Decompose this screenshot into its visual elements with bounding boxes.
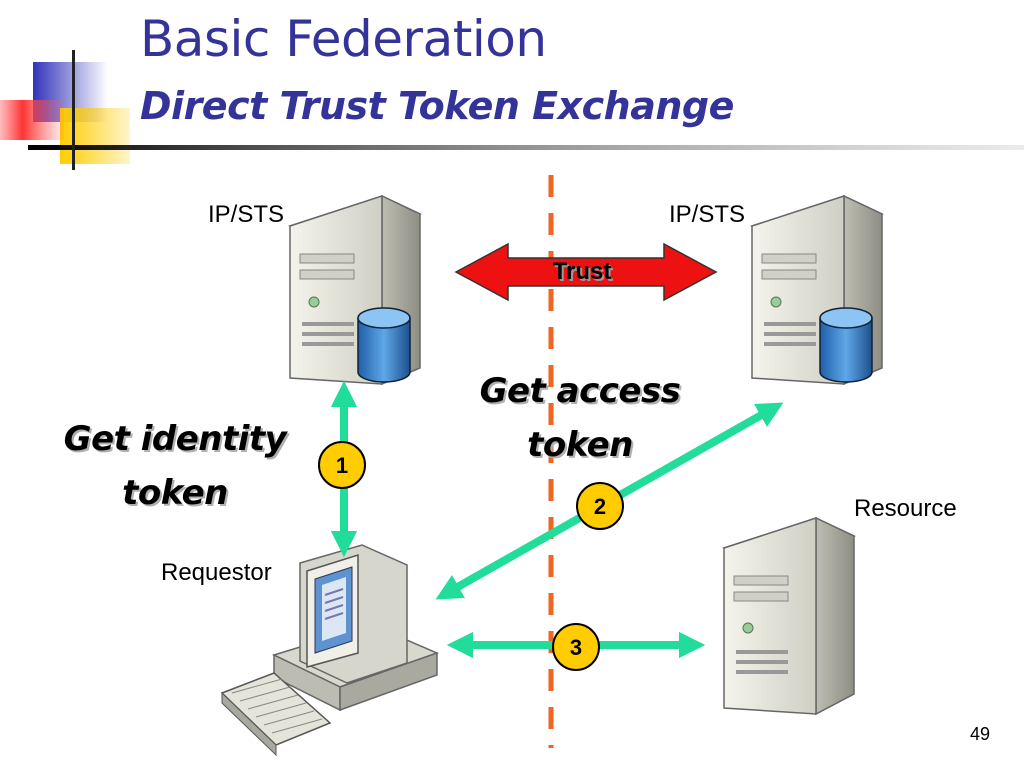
requestor-computer-icon: [220, 544, 440, 757]
resource-server-icon: [721, 516, 857, 716]
page-title: Basic Federation: [140, 10, 547, 68]
resource-label: Resource: [854, 495, 957, 522]
trust-arrow: [454, 242, 718, 302]
page-number: 49: [969, 724, 990, 744]
step-1-number: 1: [336, 453, 348, 478]
step-3-badge: 3: [552, 623, 600, 671]
step-1-description: Get identity token: [40, 412, 310, 520]
step-2-description: Get access token: [450, 364, 710, 472]
page-subtitle: Direct Trust Token Exchange: [140, 84, 734, 128]
step-1-line-1: Get identity: [63, 419, 287, 459]
ip-sts-right-server-icon: [749, 194, 885, 386]
step-2-number: 2: [594, 494, 606, 519]
requestor-label: Requestor: [161, 559, 272, 586]
step-3-number: 3: [570, 635, 582, 660]
trust-label: Trust: [553, 258, 612, 285]
ip-sts-left-server-icon: [287, 194, 423, 386]
step-1-line-2: token: [122, 473, 228, 513]
ip-sts-left-label: IP/STS: [208, 201, 285, 228]
ip-sts-right-label: IP/STS: [669, 201, 746, 228]
corner-ornament: [0, 50, 1024, 170]
step-2-badge: 2: [576, 482, 624, 530]
step-2-line-2: token: [527, 425, 633, 465]
step-1-badge: 1: [318, 441, 366, 489]
step-2-line-1: Get access: [479, 371, 681, 411]
trust-label-shadow: Trust: [555, 260, 614, 287]
